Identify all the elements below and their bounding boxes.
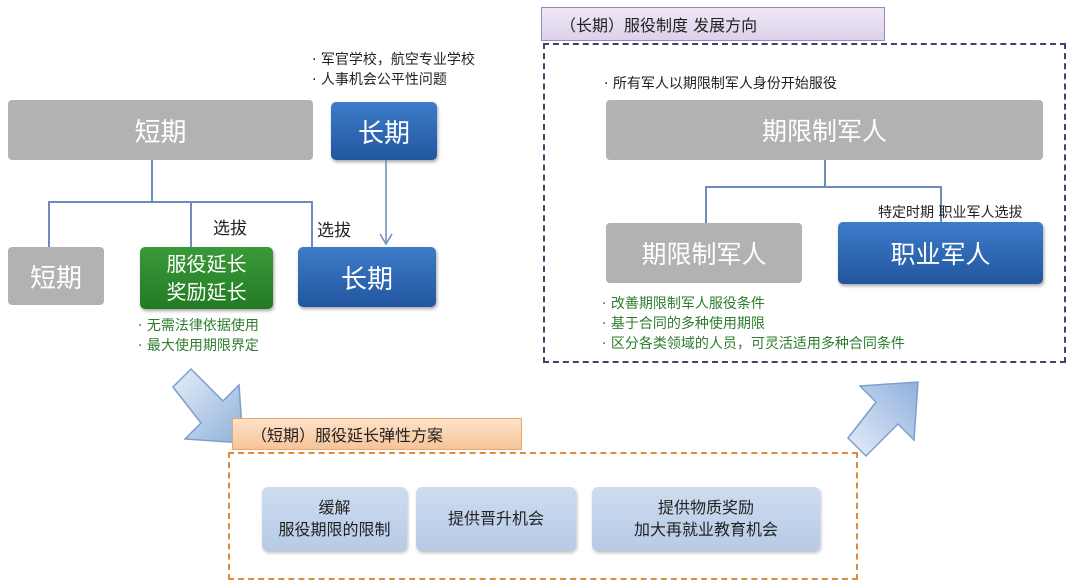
short-term-top-box: 短期: [8, 100, 313, 160]
note-item: 无需法律依据使用: [138, 316, 338, 336]
select-label-1: 选拔: [213, 219, 247, 239]
note-item: 区分各类领域的人员，可灵活适用多种合同条件: [602, 334, 1042, 354]
plan-item-reward-line2: 加大再就业教育机会: [633, 520, 778, 539]
fixed-term-soldier-bottom-box: 期限制军人: [606, 223, 802, 283]
connector-vertical-right: [824, 160, 826, 187]
development-direction-title: （长期）服役制度 发展方向: [541, 7, 885, 41]
long-term-notes: 军官学校，航空专业学校 人事机会公平性问题: [312, 50, 532, 90]
long-term-bottom-label: 长期: [340, 264, 393, 295]
flexible-plan-title: （短期）服役延长弹性方案: [232, 418, 522, 450]
connector-drop-mid: [190, 201, 192, 247]
short-term-top-label: 短期: [134, 117, 187, 148]
flexible-plan-frame: [228, 452, 858, 580]
plan-item-promotion-text: 提供晋升机会: [447, 509, 544, 529]
development-direction-frame: [543, 43, 1066, 363]
connector-drop-right: [311, 201, 313, 247]
note-item: 基于合同的多种使用期限: [602, 314, 1042, 334]
note-item: 军官学校，航空专业学校: [312, 50, 532, 70]
service-start-note: 所有军人以期限制军人身份开始服役: [604, 74, 924, 94]
fixed-term-soldier-bottom-label: 期限制军人: [641, 240, 767, 269]
professional-select-label: 特定时期 职业军人选拔: [878, 205, 1023, 221]
plan-item-reward: 提供物质奖励 加大再就业教育机会: [592, 487, 820, 551]
plan-item-relieve: 缓解 服役期限的限制: [262, 487, 407, 551]
long-term-top-label: 长期: [357, 118, 410, 149]
connector-drop-right-right: [940, 186, 942, 223]
professional-soldier-label: 职业军人: [890, 240, 991, 269]
arrow-down-icon: [379, 160, 393, 246]
professional-soldier-box: 职业军人: [838, 222, 1043, 284]
extension-line-2: 奖励延长: [166, 280, 247, 304]
arrow-up-right-icon: [847, 381, 919, 458]
short-term-bottom-box: 短期: [8, 247, 104, 305]
service-extension-box: 服役延长 奖励延长: [140, 247, 273, 309]
long-term-bottom-box: 长期: [298, 247, 436, 307]
development-direction-title-text: （长期）服役制度 发展方向: [560, 16, 758, 35]
plan-item-reward-line1: 提供物质奖励: [657, 498, 754, 518]
connector-horizontal-right: [705, 186, 941, 188]
flexible-plan-title-text: （短期）服役延长弹性方案: [251, 426, 444, 445]
connector-drop-left: [48, 201, 50, 247]
select-label-2: 选拔: [317, 221, 351, 241]
short-term-bottom-label: 短期: [29, 263, 82, 294]
connector-horizontal: [48, 201, 312, 203]
extension-line-1: 服役延长: [166, 252, 247, 276]
note-item: 人事机会公平性问题: [312, 70, 532, 90]
improvement-notes: 改善期限制军人服役条件 基于合同的多种使用期限 区分各类领域的人员，可灵活适用多…: [602, 294, 1042, 354]
plan-item-relieve-line1: 缓解: [318, 498, 351, 518]
note-item: 最大使用期限界定: [138, 336, 338, 356]
arrow-down-right-icon: [172, 367, 244, 444]
extension-notes: 无需法律依据使用 最大使用期限界定: [138, 316, 338, 356]
note-item: 改善期限制军人服役条件: [602, 294, 1042, 314]
plan-item-relieve-line2: 服役期限的限制: [278, 520, 391, 539]
plan-item-promotion: 提供晋升机会: [416, 487, 576, 551]
fixed-term-soldier-top-label: 期限制军人: [761, 117, 887, 146]
connector-vertical: [151, 160, 153, 202]
fixed-term-soldier-top-box: 期限制军人: [606, 100, 1043, 160]
connector-drop-right-left: [705, 186, 707, 223]
note-item: 所有军人以期限制军人身份开始服役: [604, 74, 924, 94]
long-term-top-box: 长期: [331, 102, 437, 160]
